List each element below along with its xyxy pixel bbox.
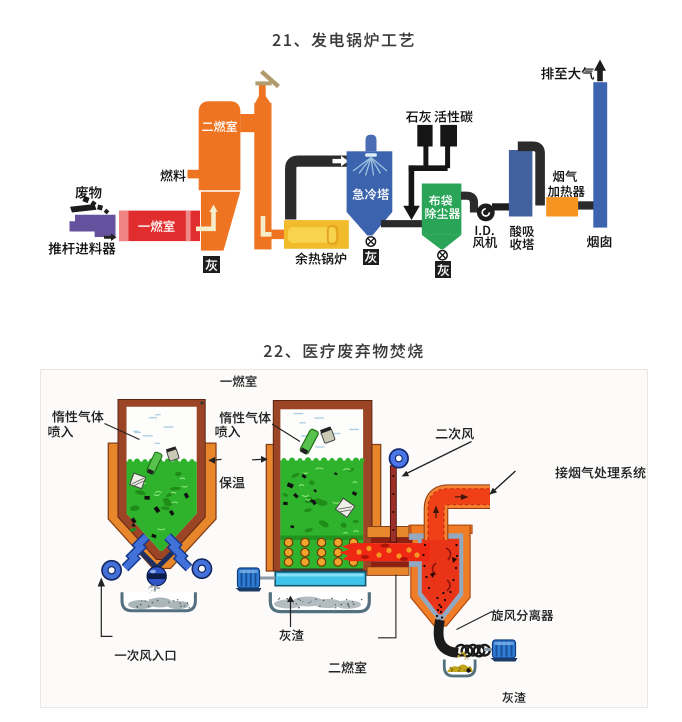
inert-gas-left-pointer bbox=[104, 422, 140, 441]
ash-box-kiln: 灰 bbox=[203, 254, 220, 274]
label-primary-chamber-1: 一燃室 bbox=[137, 215, 176, 235]
insulation-pointer-right bbox=[251, 455, 268, 463]
trough-drive-shaft bbox=[260, 576, 276, 580]
boiler-to-quench-pipe bbox=[285, 155, 347, 220]
label-primary-air-inlet: 一次风入口 bbox=[114, 644, 177, 664]
label-quench-tower: 急冷塔 bbox=[352, 183, 390, 203]
label-inert-gas-left-line2: 喷入 bbox=[47, 421, 74, 441]
secondary-air-fan-shape bbox=[388, 448, 409, 543]
label-id-fan-line2: 风机 bbox=[472, 232, 498, 252]
drain-valve-icon-quench bbox=[365, 236, 377, 247]
cyclone-separator-shape bbox=[408, 524, 473, 627]
lime-carbon-feed-shape bbox=[403, 124, 457, 220]
left-ash-discharge-assembly bbox=[101, 533, 213, 601]
middle-waste-items bbox=[299, 426, 356, 519]
label-insulation: 保温 bbox=[218, 472, 246, 492]
ash-box-quench: 灰 bbox=[363, 247, 379, 267]
label-gas-heater-line1: 烟气 bbox=[552, 166, 578, 186]
spray-nozzle-shape bbox=[365, 153, 377, 157]
injection-arrow bbox=[403, 205, 420, 220]
bag-filter-shape bbox=[421, 183, 462, 250]
bagfilter-to-fan-pipe bbox=[461, 191, 479, 213]
label-activated-carbon: 活性碳 bbox=[433, 106, 474, 126]
label-gas-heater-line2: 加热器 bbox=[547, 180, 586, 200]
vent-cap-shape bbox=[260, 69, 280, 89]
label-lime: 石灰 bbox=[405, 106, 432, 126]
primary-air-pointer bbox=[97, 577, 113, 637]
label-stack: 烟囱 bbox=[586, 231, 613, 251]
stack-shape bbox=[593, 82, 608, 228]
middle-primary-chamber-shape bbox=[265, 400, 382, 572]
middle-discharge-motor-shape bbox=[235, 567, 262, 592]
label-acid-tower-line1: 酸吸 bbox=[509, 220, 535, 240]
carbon-hopper-shape bbox=[440, 124, 457, 147]
incinerator-graphic bbox=[97, 399, 518, 678]
left-chamber-gas-dashes bbox=[133, 414, 174, 445]
ash-box-bagfilter: 灰 bbox=[435, 260, 452, 280]
diagram2-title: 22、医疗废弃物焚烧 bbox=[263, 337, 425, 362]
middle-waste-texture bbox=[282, 467, 359, 535]
label-bag-filter-line2: 除尘器 bbox=[424, 205, 461, 223]
label-primary-chamber-2: 一燃室 bbox=[219, 370, 258, 390]
secondary-chamber-pointer bbox=[378, 574, 397, 639]
label-bag-filter-line1: 布袋 bbox=[428, 191, 453, 209]
label-secondary-air: 二次风 bbox=[435, 423, 475, 443]
id-fan-shape bbox=[476, 203, 509, 222]
rotary-kiln-shape bbox=[119, 210, 200, 242]
lime-hopper-shape bbox=[417, 124, 433, 147]
cyclone-pointer bbox=[456, 611, 493, 630]
tower-to-heater-pipe bbox=[517, 141, 545, 206]
label-fuel: 燃料 bbox=[159, 165, 187, 184]
label-ash-mid: 灰渣 bbox=[278, 624, 304, 644]
label-pusher-feeder: 推杆进料器 bbox=[48, 236, 116, 257]
label-inert-gas-left-line1: 惰性气体 bbox=[51, 406, 104, 425]
left-ash-pile bbox=[128, 597, 190, 609]
secondary-chamber-shape bbox=[187, 69, 280, 251]
pipe-flow-arrow-white bbox=[332, 155, 349, 167]
left-waste-items bbox=[129, 446, 180, 490]
feed-direction-arrow bbox=[104, 233, 117, 241]
annotation-lines bbox=[97, 422, 516, 639]
diagram1-title: 21、发电锅炉工艺 bbox=[272, 26, 416, 51]
label-cyclone-separator: 旋风分离器 bbox=[491, 604, 554, 624]
label-inert-gas-mid-line1: 惰性气体 bbox=[219, 407, 272, 427]
cyclone-outlet-duct-shape bbox=[423, 484, 490, 540]
label-id-fan-line1: I.D. bbox=[474, 219, 495, 239]
quench-tower-shape bbox=[346, 134, 393, 236]
label-secondary-chamber-1: 二燃室 bbox=[201, 118, 238, 135]
flue-gas-system-pointer bbox=[489, 470, 516, 495]
kiln-to-chamber-flow-arrow bbox=[196, 204, 218, 232]
right-ash-pile bbox=[447, 664, 473, 673]
spray-lines-shape bbox=[352, 156, 388, 176]
label-ash-right: 灰渣 bbox=[501, 688, 526, 706]
waste-pieces-shape bbox=[70, 195, 110, 215]
left-primary-chamber-shape bbox=[107, 399, 217, 570]
inert-gas-mid-pointer bbox=[271, 423, 301, 442]
boiler-process-graphic bbox=[69, 59, 608, 261]
secondary-air-pointer bbox=[401, 440, 472, 477]
label-acid-tower-line2: 收塔 bbox=[509, 234, 535, 254]
cyclone-discharge-motor-shape bbox=[490, 639, 518, 662]
label-inert-gas-mid-line2: 喷入 bbox=[214, 421, 241, 441]
exhaust-arrow bbox=[594, 59, 606, 82]
label-to-flue-gas-system: 接烟气处理系统 bbox=[554, 462, 647, 482]
vent-collar-shape bbox=[255, 81, 272, 86]
waste-heat-boiler-shape bbox=[284, 220, 349, 249]
acid-absorber-shape bbox=[508, 150, 533, 217]
riser-boiler-connector-shape bbox=[271, 229, 285, 240]
insulation-pointer-left bbox=[208, 456, 222, 464]
quench-to-bagfilter-pipe bbox=[381, 220, 422, 228]
middle-ash-pile bbox=[274, 596, 363, 609]
label-waste-heat-boiler: 余热锅炉 bbox=[294, 248, 348, 268]
flue-gas-heater-shape bbox=[546, 197, 579, 217]
label-secondary-chamber-2: 二燃室 bbox=[327, 657, 368, 676]
drain-valve-icon-bagfilter bbox=[437, 249, 448, 261]
label-waste: 废物 bbox=[75, 181, 102, 202]
heater-to-stack-pipe bbox=[578, 201, 594, 210]
screw-shaft bbox=[484, 648, 492, 651]
pusher-feeder-shape bbox=[69, 214, 116, 237]
ash-mid-pointer bbox=[287, 595, 294, 627]
label-to-atmosphere: 排至大气 bbox=[540, 62, 595, 83]
